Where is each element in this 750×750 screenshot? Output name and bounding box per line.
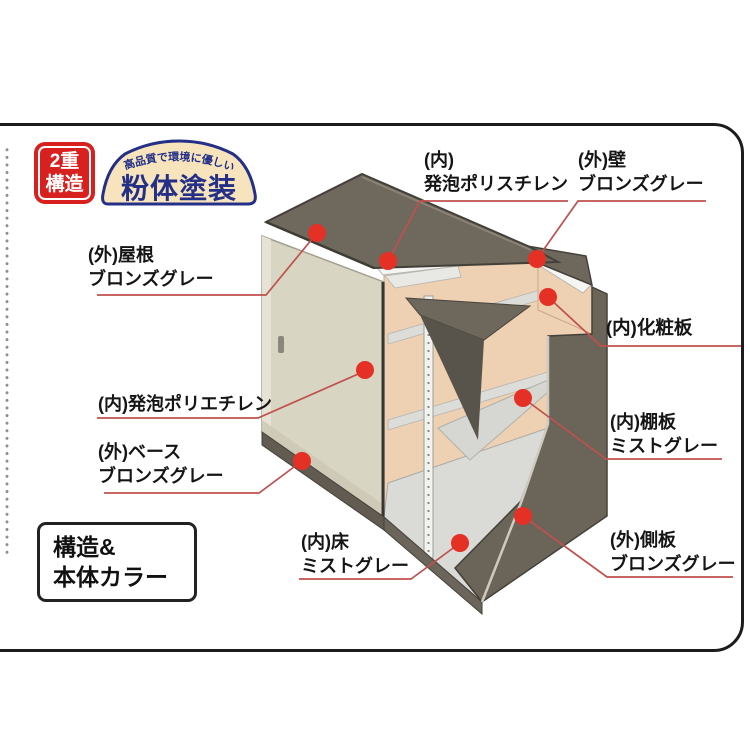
label-decorative-panel-line1: (内)化粧板 <box>606 317 693 338</box>
callout-dot-polystyrene <box>379 252 397 270</box>
label-floor-line2: ミストグレー <box>301 556 409 576</box>
side-panel <box>453 285 608 604</box>
callout-dot-polyethylene <box>356 361 374 379</box>
section-title-line2: 本体カラー <box>53 564 168 590</box>
base-rail-right <box>383 515 483 616</box>
label-polyethylene-line1: (内)発泡ポリエチレン <box>98 394 272 414</box>
banner-main-text: 粉体塗装 <box>121 172 237 204</box>
label-wall-line1: (外)壁 <box>578 150 626 170</box>
cutaway-wedge-front <box>420 315 484 440</box>
powder-coating-banner: 高品質で環境に優しい 粉体塗装 <box>101 139 257 206</box>
double-structure-badge-inner: 2重 構造 <box>38 146 91 200</box>
label-shelf-line1: (内)棚板 <box>610 412 676 432</box>
label-base-line1: (外)ベース <box>98 442 182 462</box>
callout-line-polystyrene <box>387 200 568 262</box>
callout-line-wall <box>536 200 706 260</box>
label-wall: (外)壁 ブロンズグレー <box>578 148 704 196</box>
label-shelf: (内)棚板 ミストグレー <box>610 410 718 458</box>
label-roof-line1: (外)屋根 <box>88 245 154 265</box>
label-floor-line1: (内)床 <box>301 532 349 552</box>
callout-lines <box>97 200 741 580</box>
callout-dot-roof <box>308 224 326 242</box>
door-left-edge <box>262 236 271 435</box>
callout-line-roof <box>97 232 318 296</box>
label-polyethylene: (内)発泡ポリエチレン <box>98 392 272 416</box>
callout-line-side-panel <box>522 515 733 578</box>
side-panel-cut-edge <box>480 336 550 603</box>
perforation-dots <box>4 146 10 558</box>
roof-ridge-line <box>361 176 532 251</box>
badge-line1: 2重 <box>49 151 80 172</box>
label-side-panel: (外)側板 ブロンズグレー <box>610 528 736 576</box>
callout-line-polyethylene <box>97 370 366 419</box>
label-base-line2: ブロンズグレー <box>98 466 224 486</box>
badge-line2: 構造 <box>45 174 84 195</box>
callout-line-base <box>104 460 303 494</box>
callout-line-decorative-panel <box>547 296 741 347</box>
label-roof: (外)屋根 ブロンズグレー <box>88 243 214 291</box>
callout-line-shelf <box>522 397 722 460</box>
label-wall-line2: ブロンズグレー <box>578 174 704 194</box>
section-title-line1: 構造& <box>53 534 116 560</box>
door-handle <box>278 336 284 353</box>
banner-shape <box>101 139 257 206</box>
label-base: (外)ベース ブロンズグレー <box>98 440 224 488</box>
callout-line-floor <box>299 542 461 580</box>
label-polystyrene-line2: 発泡ポリスチレン <box>424 174 568 194</box>
foam-ledge <box>384 265 462 289</box>
callout-dot-side-panel <box>514 507 532 525</box>
callout-dots <box>293 224 557 552</box>
callout-dot-wall <box>528 250 546 268</box>
label-roof-line2: ブロンズグレー <box>88 269 214 289</box>
label-decorative-panel: (内)化粧板 <box>606 316 692 340</box>
label-polystyrene: (内) 発泡ポリスチレン <box>424 148 568 196</box>
label-floor: (内)床 ミストグレー <box>301 530 409 578</box>
callout-dot-shelf <box>514 389 532 407</box>
callout-dot-floor <box>451 534 469 552</box>
label-side-panel-line1: (外)側板 <box>610 530 676 550</box>
section-title-box: 構造& 本体カラー <box>37 522 197 602</box>
door-bottom-shading <box>262 420 384 517</box>
label-polystyrene-line1: (内) <box>424 150 454 170</box>
label-shelf-line2: ミストグレー <box>610 436 718 456</box>
roof-eave-line <box>265 220 375 270</box>
label-side-panel-line2: ブロンズグレー <box>610 554 736 574</box>
callout-dot-decorative-panel <box>539 288 557 306</box>
double-structure-badge: 2重 構造 <box>34 142 95 204</box>
callout-dot-base <box>293 452 311 470</box>
